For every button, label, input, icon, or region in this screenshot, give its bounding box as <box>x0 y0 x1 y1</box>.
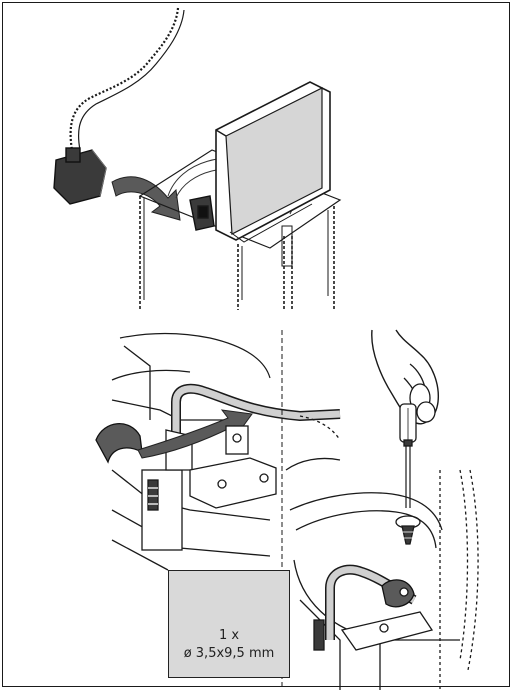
power-socket <box>189 195 215 231</box>
top-panel-illustration <box>53 7 342 310</box>
cable-clip <box>95 423 143 464</box>
bottom-right-illustration <box>285 329 479 690</box>
screwdriver <box>399 403 417 508</box>
display-unit <box>215 81 331 243</box>
bottom-left-illustration <box>95 330 341 690</box>
screw-callout-box: 1 x ø 3,5x9,5 mm <box>168 570 290 678</box>
insert-arrow <box>111 176 181 221</box>
power-cord <box>69 7 185 151</box>
screw <box>395 515 421 545</box>
clip-arrow <box>137 409 253 459</box>
screw-quantity: 1 x <box>218 628 240 643</box>
cable-loop <box>171 383 341 460</box>
screw-size: ø 3,5x9,5 mm <box>183 646 275 661</box>
appliance-base <box>138 149 342 310</box>
power-plug <box>53 147 107 205</box>
